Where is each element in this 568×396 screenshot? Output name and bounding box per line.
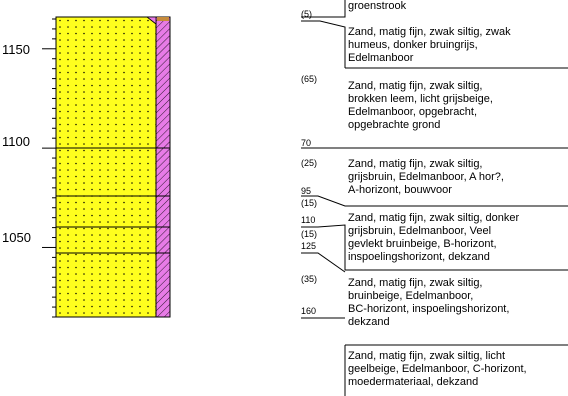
description-line: BC-horizont, inspoelingshorizont, xyxy=(348,303,510,315)
description-line: Edelmanboor xyxy=(348,52,414,64)
depth-label-160: 160 xyxy=(301,306,317,316)
depth-label-65: (65) xyxy=(301,74,318,84)
description-line: brokken leem, licht grijsbeige, xyxy=(348,93,493,105)
layer-description-5: Zand, matig fijn, zwak siltig, donker gr… xyxy=(348,212,568,264)
layer-boundaries xyxy=(56,147,170,254)
depth-label-5: (5) xyxy=(301,9,312,19)
depth-label-125: 125 xyxy=(301,241,317,251)
depth-label-70: 70 xyxy=(301,138,312,148)
layer-description-6: Zand, matig fijn, zwak siltig, bruinbeig… xyxy=(348,277,568,329)
description-line: opgebrachte grond xyxy=(348,119,441,131)
axis-label-1150: 1150 xyxy=(2,42,30,57)
description-line: moedermateriaal, dekzand xyxy=(348,376,479,388)
depth-label-15b: (15) xyxy=(301,229,318,239)
connector-lines xyxy=(301,0,568,396)
axis-label-1050: 1050 xyxy=(2,230,31,245)
depth-label-35: (35) xyxy=(301,274,318,284)
depth-label-25: (25) xyxy=(301,158,318,168)
description-line: gevlekt bruinbeige, B-horizont, xyxy=(348,238,497,250)
depth-label-110: 110 xyxy=(301,215,316,225)
description-line: Zand, matig fijn, zwak siltig, xyxy=(348,80,483,92)
description-line: Zand, matig fijn, zwak siltig, zwak xyxy=(348,26,511,38)
layer-description-3: Zand, matig fijn, zwak siltig, brokken l… xyxy=(348,80,568,132)
sand-column xyxy=(55,16,157,318)
depth-axis xyxy=(42,17,57,318)
layer-description-4: Zand, matig fijn, zwak siltig, grijsbrui… xyxy=(348,158,568,197)
depth-label-15a: (15) xyxy=(301,198,318,208)
description-line: Zand, matig fijn, zwak siltig, xyxy=(348,277,483,289)
description-line: bruinbeige, Edelmanboor, xyxy=(348,290,474,302)
description-line: grijsbruin, Edelmanboor, Veel xyxy=(348,225,492,237)
description-line: Zand, matig fijn, zwak siltig, xyxy=(348,158,483,170)
layer-description-1: groenstrook xyxy=(348,0,568,13)
description-line: groenstrook xyxy=(348,0,407,12)
description-line: A-horizont, bouwvoor xyxy=(348,184,452,196)
description-line: humeus, donker bruingrijs, xyxy=(348,39,478,51)
description-line: Zand, matig fijn, zwak siltig, donker xyxy=(348,212,520,224)
axis-label-1100: 1100 xyxy=(2,134,30,149)
clay-stripe xyxy=(155,16,171,318)
description-line: grijsbruin, Edelmanboor, A hor?, xyxy=(348,171,504,183)
layer-description-7: Zand, matig fijn, zwak siltig, licht gee… xyxy=(348,350,568,389)
top-soil-block xyxy=(157,17,169,21)
top-soil-wedge xyxy=(145,16,157,25)
layer-description-2: Zand, matig fijn, zwak siltig, zwak hume… xyxy=(348,26,568,65)
description-line: inspoelingshorizont, dekzand xyxy=(348,251,490,263)
boring-column xyxy=(55,16,171,318)
description-line: Edelmanboor, opgebracht, xyxy=(348,106,478,118)
description-line: geelbeige, Edelmanboor, C-horizont, xyxy=(348,363,527,375)
depth-label-95: 95 xyxy=(301,186,312,196)
description-line: dekzand xyxy=(348,316,390,328)
description-line: Zand, matig fijn, zwak siltig, licht xyxy=(348,350,506,362)
